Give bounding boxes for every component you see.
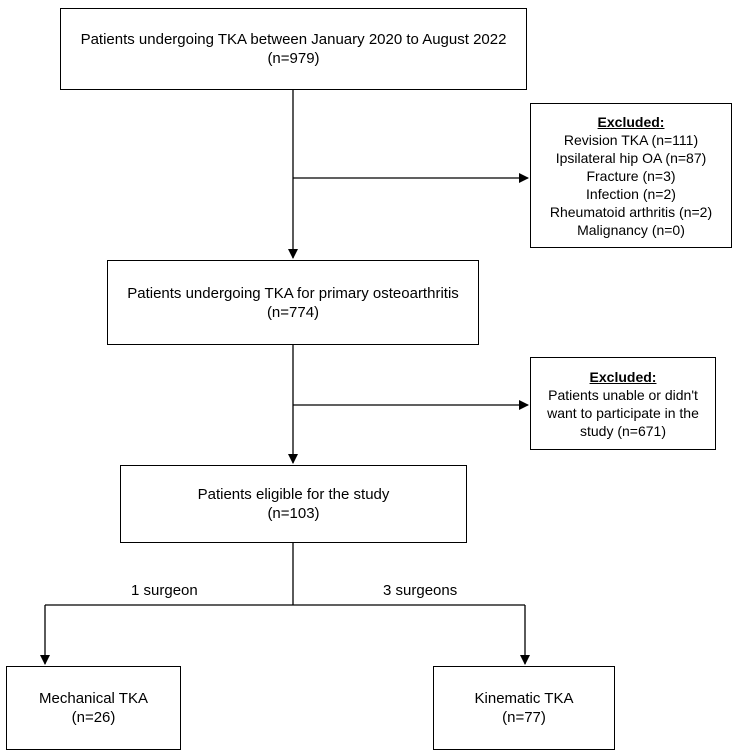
box-excluded-2: Excluded: Patients unable or didn't want… bbox=[530, 357, 716, 450]
excluded-2-line: Patients unable or didn't bbox=[548, 386, 698, 403]
box-all-patients-count: (n=979) bbox=[267, 50, 320, 67]
box-kinematic-count: (n=77) bbox=[502, 709, 546, 726]
excluded-1-item: Infection (n=2) bbox=[586, 185, 676, 202]
box-eligible: Patients eligible for the study (n=103) bbox=[120, 465, 467, 543]
excluded-1-item: Revision TKA (n=111) bbox=[563, 131, 699, 148]
excluded-1-item: Ipsilateral hip OA (n=87) bbox=[555, 149, 707, 166]
box-mechanical-count: (n=26) bbox=[71, 709, 116, 726]
excluded-1-item: Malignancy (n=0) bbox=[577, 221, 685, 238]
box-kinematic: Kinematic TKA (n=77) bbox=[433, 666, 615, 750]
box-eligible-title: Patients eligible for the study bbox=[197, 486, 390, 503]
excluded-2-line: study (n=671) bbox=[580, 422, 666, 439]
excluded-2-line: want to participate in the bbox=[547, 404, 699, 421]
box-primary-oa-count: (n=774) bbox=[266, 303, 320, 321]
box-primary-oa: Patients undergoing TKA for primary oste… bbox=[107, 260, 479, 345]
box-mechanical: Mechanical TKA (n=26) bbox=[6, 666, 181, 750]
excluded-1-item: Rheumatoid arthritis (n=2) bbox=[549, 203, 713, 220]
box-all-patients-title: Patients undergoing TKA between January … bbox=[80, 31, 507, 48]
box-eligible-count: (n=103) bbox=[267, 505, 320, 522]
excluded-1-heading: Excluded: bbox=[597, 113, 665, 130]
box-all-patients: Patients undergoing TKA between January … bbox=[60, 8, 527, 90]
box-kinematic-title: Kinematic TKA bbox=[474, 690, 574, 707]
branch-label-left: 1 surgeon bbox=[131, 582, 198, 599]
box-mechanical-title: Mechanical TKA bbox=[39, 690, 148, 707]
branch-label-right: 3 surgeons bbox=[383, 582, 458, 599]
box-primary-oa-title: Patients undergoing TKA for primary oste… bbox=[127, 284, 459, 302]
excluded-1-item: Fracture (n=3) bbox=[586, 167, 676, 184]
box-excluded-1: Excluded: Revision TKA (n=111) Ipsilater… bbox=[530, 103, 732, 248]
excluded-2-heading: Excluded: bbox=[589, 368, 657, 385]
